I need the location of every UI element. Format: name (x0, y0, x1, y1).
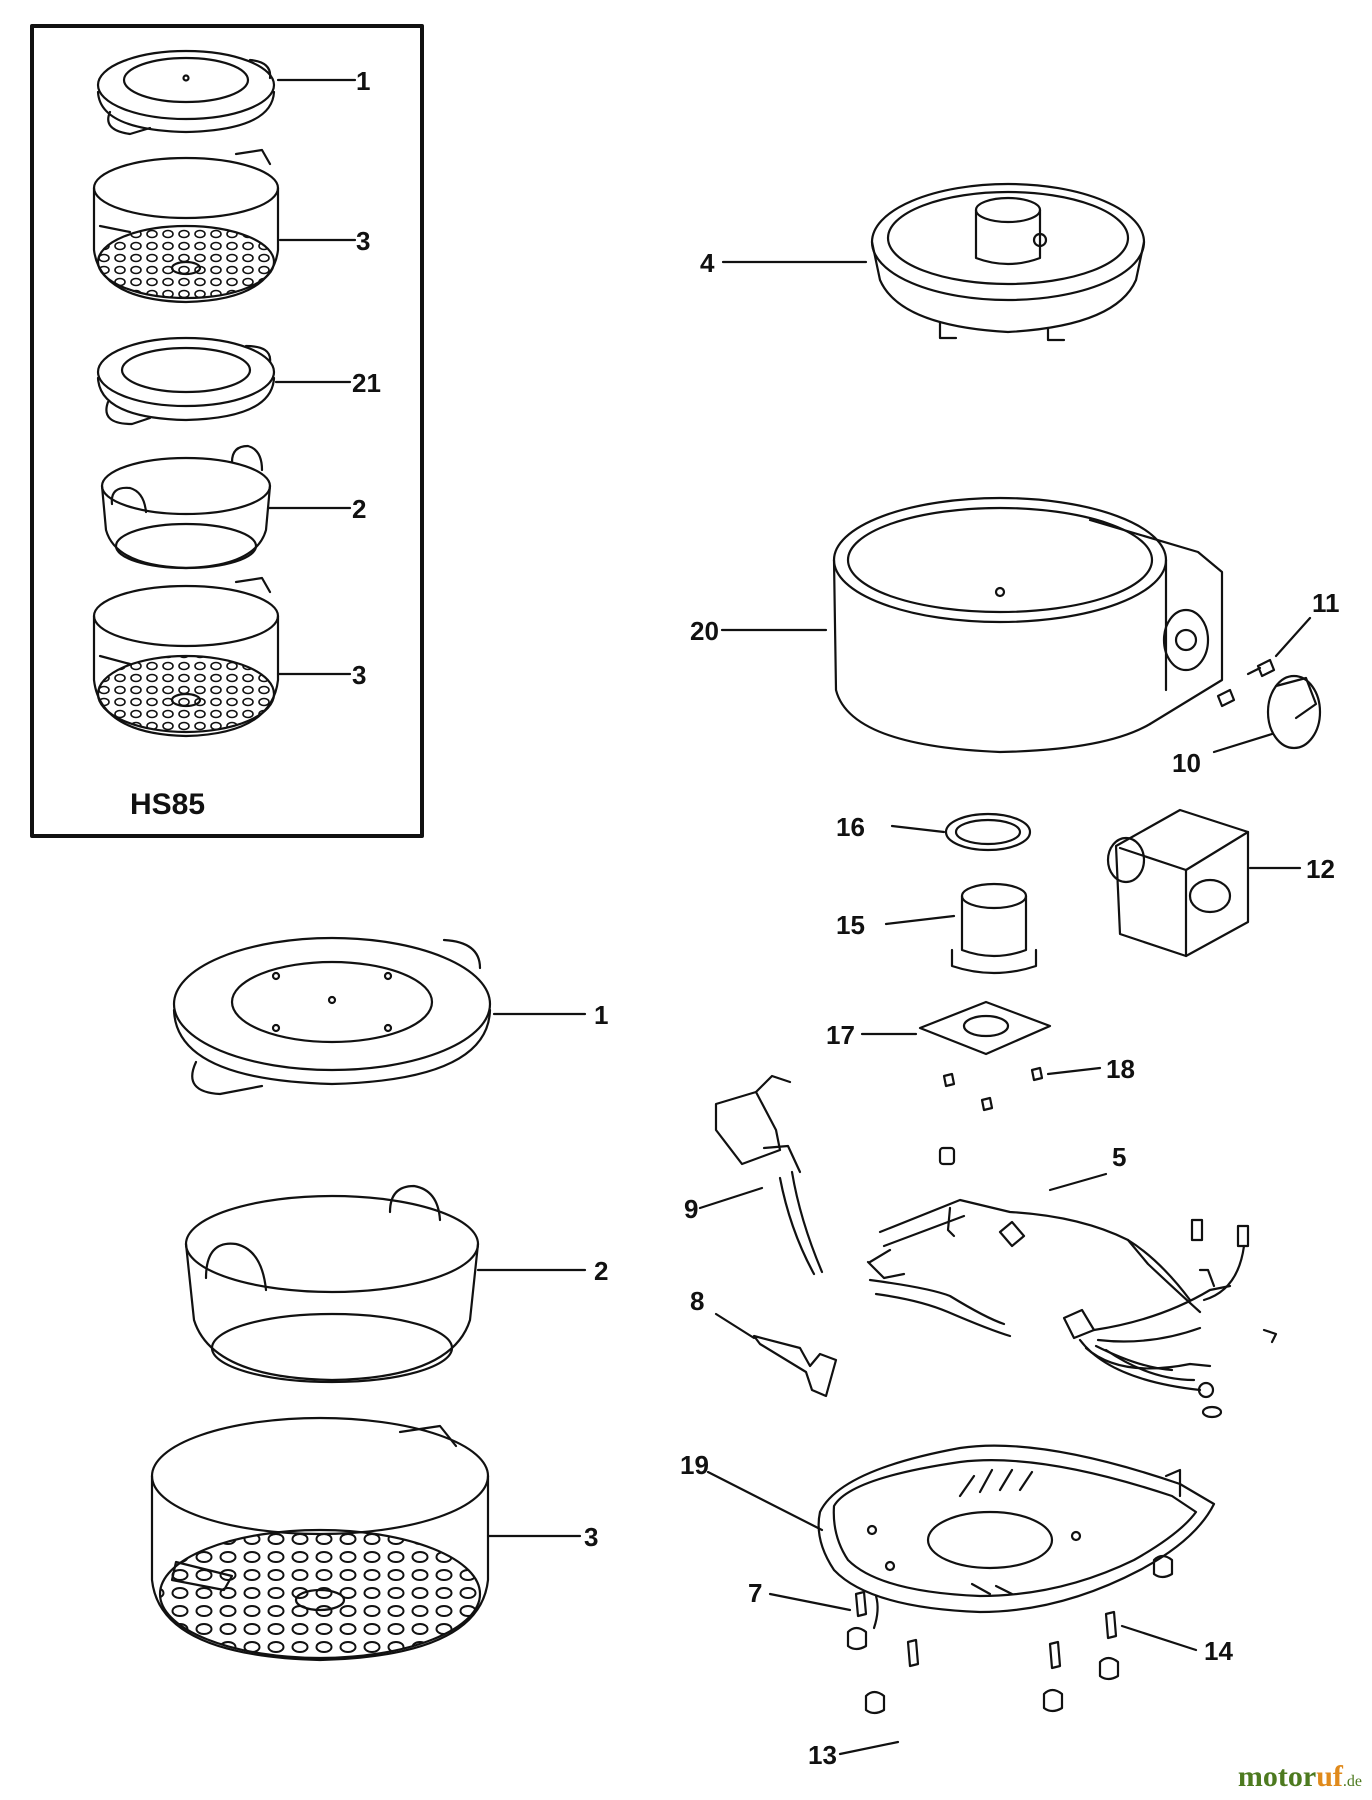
screw-10b (1216, 688, 1236, 708)
label-18: 18 (1106, 1054, 1135, 1084)
inset-bowl-2 (100, 444, 272, 570)
label-main-2: 2 (594, 1256, 608, 1286)
hs85-inset-group (30, 24, 424, 838)
hs85-title: HS85 (130, 788, 205, 821)
label-12: 12 (1306, 854, 1335, 884)
label-main-3: 3 (584, 1522, 598, 1552)
label-16: 16 (836, 812, 865, 842)
watermark-logo: motoruf.de (1237, 1760, 1362, 1793)
label-7: 7 (748, 1578, 762, 1608)
main-basket-3 (150, 1416, 490, 1662)
label-8: 8 (690, 1286, 704, 1316)
label-box-21: 21 (352, 368, 381, 398)
label-box-3b: 3 (352, 660, 366, 690)
callout-labels: HS85 1 3 21 2 3 1 2 3 4 20 11 10 16 12 1… (130, 66, 1340, 1770)
hs85-frame (30, 24, 424, 838)
label-5: 5 (1112, 1142, 1126, 1172)
cord-clip-8 (752, 1334, 838, 1398)
label-box-1: 1 (356, 66, 370, 96)
feet-screws (846, 1554, 1174, 1715)
wiring-harness-5 (866, 1146, 1278, 1419)
label-14: 14 (1204, 1636, 1233, 1666)
label-4: 4 (700, 248, 715, 278)
inset-basket-3a (92, 148, 280, 304)
base-housing-20 (832, 496, 1224, 754)
label-20: 20 (690, 616, 719, 646)
base-plate-19 (817, 1444, 1216, 1614)
main-bowl-2 (184, 1184, 480, 1384)
label-main-1: 1 (594, 1000, 608, 1030)
label-10: 10 (1172, 748, 1201, 778)
label-17: 17 (826, 1020, 855, 1050)
inset-ring-21 (96, 336, 276, 426)
mount-plate-17 (918, 1000, 1052, 1056)
screw-11 (1246, 658, 1276, 678)
label-19: 19 (680, 1450, 709, 1480)
heater-15 (950, 882, 1038, 975)
inset-basket-3b (92, 576, 280, 738)
top-cover-4 (870, 182, 1146, 342)
knob-10 (1266, 674, 1322, 750)
screws-18 (942, 1066, 1044, 1112)
label-15: 15 (836, 910, 865, 940)
plug-cord-9 (714, 1074, 824, 1276)
timer-switch-12 (1106, 808, 1250, 958)
main-lid-1 (172, 936, 492, 1096)
label-11: 11 (1312, 588, 1340, 618)
label-box-3a: 3 (356, 226, 370, 256)
inset-lid-1 (96, 49, 276, 136)
label-box-2: 2 (352, 494, 366, 524)
ring-16 (944, 812, 1032, 852)
label-9: 9 (684, 1194, 698, 1224)
label-13: 13 (808, 1740, 837, 1770)
